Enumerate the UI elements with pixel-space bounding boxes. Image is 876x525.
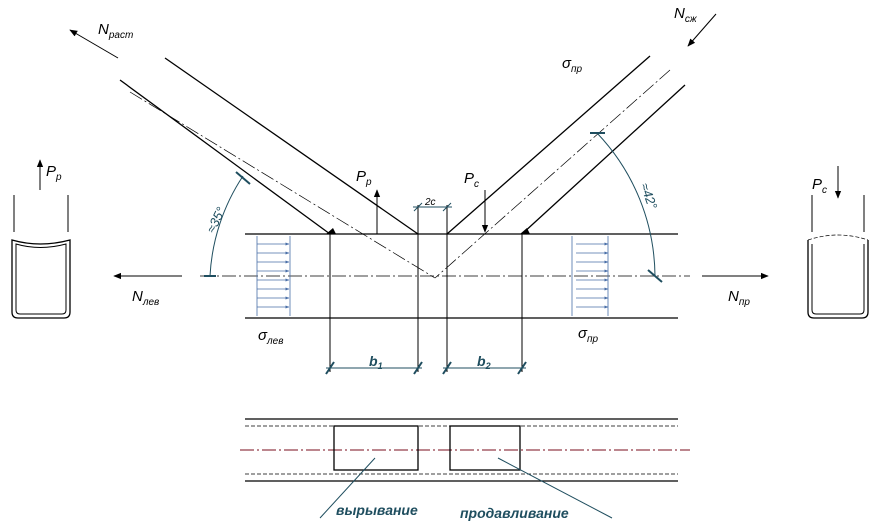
p-c-label: Pс	[464, 170, 479, 190]
angle-right-label: ≈42°	[637, 181, 660, 211]
p-p-left-label: Pр	[46, 163, 62, 183]
sigma-pr-label: σпр	[578, 325, 599, 345]
compression-brace	[434, 55, 686, 279]
dimension-b2	[442, 361, 527, 375]
caption-prodavlivanie: продавливание	[460, 505, 569, 521]
tube-section-right	[807, 166, 869, 319]
b1-label: b1	[369, 353, 383, 371]
dimension-2c	[413, 202, 452, 212]
n-pr-label: Nпр	[728, 288, 750, 308]
n-szh-arrow	[687, 13, 717, 47]
n-szh-label: Nсж	[674, 5, 698, 25]
stress-diagram-right	[571, 236, 609, 316]
tension-brace	[119, 57, 436, 279]
angle-arc-right	[590, 132, 663, 283]
stress-diagram-left	[256, 236, 291, 316]
plan-view	[240, 418, 690, 519]
n-lev-label: Nлев	[132, 288, 159, 308]
p-c-right-label: Pс	[812, 176, 827, 196]
sigma-lev-label: σлев	[258, 327, 283, 347]
tube-section-left	[11, 159, 71, 319]
n-rast-label: Nраст	[98, 21, 133, 41]
caption-vyryvanie: вырывание	[336, 502, 418, 518]
dimension-b1	[325, 361, 423, 375]
label-2c: 2c	[424, 197, 436, 208]
angle-arc-left	[204, 171, 251, 277]
sigma-pr-top-label: σпр	[562, 55, 583, 75]
p-p-label: Pр	[356, 168, 372, 188]
n-rast-arrow	[69, 29, 119, 59]
b2-label: b2	[477, 353, 491, 371]
